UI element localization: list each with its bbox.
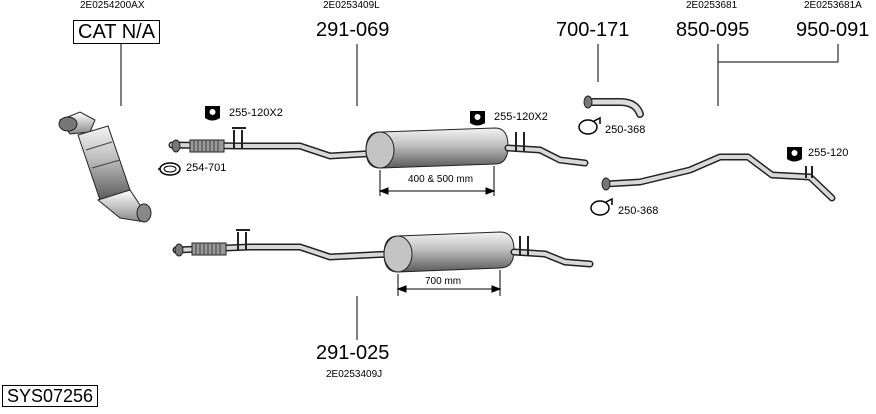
rubber-mount-icon [470,111,485,126]
tail-bend-pipe [583,95,644,118]
lower-pipe-oe-number: 2E0253409J [326,369,383,380]
rear-pipe-oe-number: 2E0253681 [686,0,738,11]
clamp-250-368-label: 250-368 [605,124,646,136]
dimension-lower [396,270,502,296]
dimension-upper-label: 400 & 500 mm [408,174,474,185]
lower-exhaust-pipe [172,229,594,273]
lower-pipe-part-number: 291-025 [316,342,390,364]
upper-pipe-part-number: 291-069 [316,19,390,41]
clamp-250-368-rear-label: 250-368 [618,205,659,217]
rear-mount-label: 255-120 [808,147,849,159]
rubber-mount-icon [787,147,802,162]
rear-pipe-part-number: 850-095 [676,19,750,41]
leader-lines [120,44,839,340]
rear-exhaust-pipe [601,153,836,202]
upper-exhaust-pipe [168,127,589,169]
rear-pipe-alt-oe-number: 2E0253681A [804,0,862,11]
tail-bend-part-number: 700-171 [556,19,630,41]
dimension-upper [378,166,496,196]
cat-label: CAT N/A [73,20,161,44]
dimension-lower-label: 700 mm [425,276,462,287]
cat-oe-number: 2E0254200AX [80,0,145,11]
mount-label: 255-120X2 [494,111,548,123]
catalytic-converter [58,111,152,223]
rubber-mount-icon [205,106,220,121]
clamp-254-701-label: 254-701 [186,162,227,174]
system-code: SYS07256 [2,385,99,407]
upper-pipe-oe-number: 2E0253409L [323,0,380,11]
clamp-254-701-icon [158,162,181,176]
clamp-250-368-icon [578,116,601,135]
clamp-250-368-rear-icon [590,197,613,216]
mount-label: 255-120X2 [229,107,283,119]
rear-pipe-alt-part-number: 950-091 [796,19,870,41]
